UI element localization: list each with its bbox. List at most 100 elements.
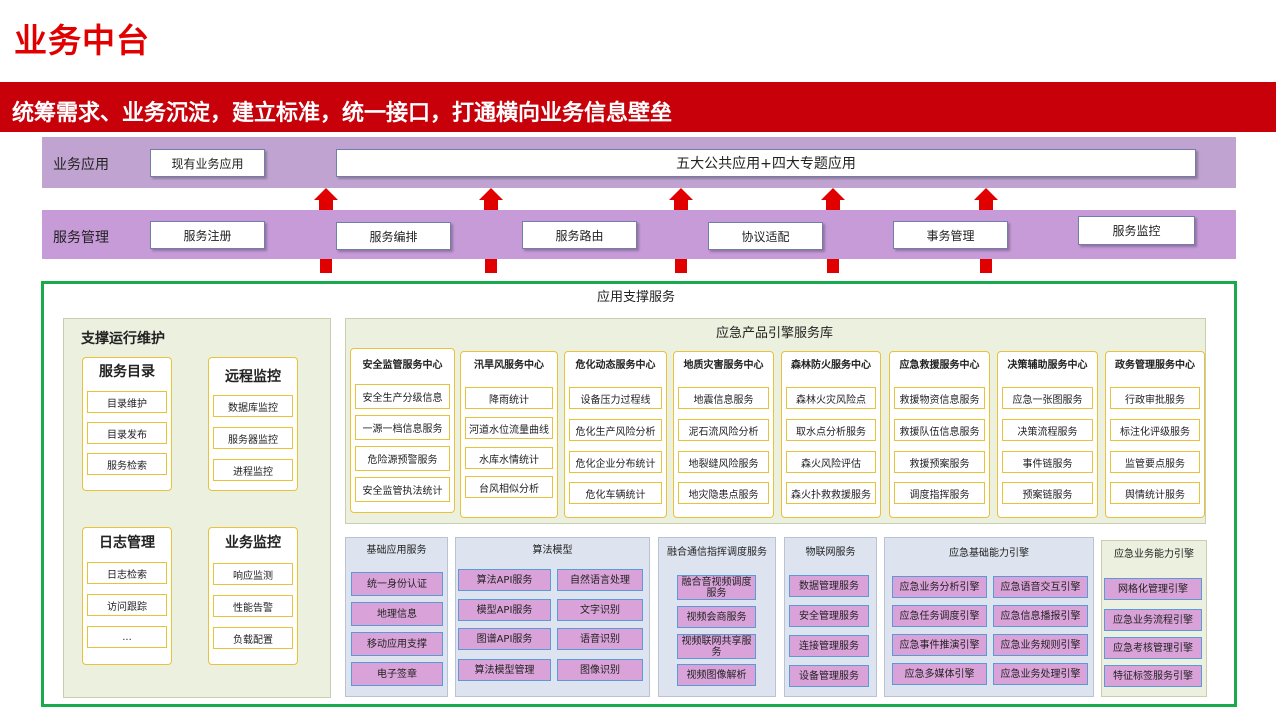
biz-capability-item: 应急考核管理引擎 xyxy=(1104,637,1202,659)
algo-title: 算法模型 xyxy=(532,545,573,556)
service-center-item: 救援物资信息服务 xyxy=(894,387,985,409)
capability-item: 应急信息播报引擎 xyxy=(993,605,1088,627)
service-center-item: 标注化评级服务 xyxy=(1110,419,1200,441)
service-center-item: 调度指挥服务 xyxy=(894,482,985,504)
service-center-title: 决策辅助服务中心 xyxy=(1007,360,1088,371)
service-center-item: 森火扑救救援服务 xyxy=(786,482,876,504)
page-title: 业务中台 xyxy=(14,21,150,60)
service-center-title: 危化动态服务中心 xyxy=(575,360,656,371)
iot-item: 数据管理服务 xyxy=(789,575,869,597)
business-app-label: 业务应用 xyxy=(53,157,109,173)
ops-item: 目录维护 xyxy=(87,391,167,413)
service-center-item: 取水点分析服务 xyxy=(786,419,876,441)
ops-group-title: 业务监控 xyxy=(225,535,281,551)
service-center-item: 台风相似分析 xyxy=(465,476,553,498)
ops-item: 访问跟踪 xyxy=(87,594,167,616)
ops-item: ... xyxy=(87,626,167,648)
algo-item: 图谱API服务 xyxy=(458,628,551,650)
service-center-item: 预案链服务 xyxy=(1002,482,1093,504)
service-center-item: 地灾隐患点服务 xyxy=(678,482,769,504)
arrow-up-icon xyxy=(314,188,338,213)
ops-item: 响应监测 xyxy=(213,563,293,585)
ops-group-title: 远程监控 xyxy=(225,369,281,385)
comm-item: 视频会商服务 xyxy=(677,606,756,628)
existing-app-box: 现有业务应用 xyxy=(150,149,265,177)
comm-item: 视频联网共享服务 xyxy=(677,634,756,659)
service-center-item: 舆情统计服务 xyxy=(1110,482,1200,504)
service-center-item: 救援队伍信息服务 xyxy=(894,419,985,441)
service-center-item: 救援预案服务 xyxy=(894,451,985,473)
service-route-box: 服务路由 xyxy=(522,221,637,249)
service-mgmt-label: 服务管理 xyxy=(53,230,109,246)
capability-item: 应急任务调度引擎 xyxy=(892,605,987,627)
service-center-item: 决策流程服务 xyxy=(1002,419,1093,441)
capability-item: 应急事件推演引擎 xyxy=(892,634,987,656)
service-center-item: 监管要点服务 xyxy=(1110,451,1200,473)
service-center-title: 应急救援服务中心 xyxy=(899,360,980,371)
ops-title: 支撑运行维护 xyxy=(81,331,165,347)
service-center-item: 应急一张图服务 xyxy=(1002,387,1093,409)
ops-item: 进程监控 xyxy=(213,459,293,481)
service-center-item: 河道水位流量曲线 xyxy=(465,417,553,439)
base-app-item: 统一身份认证 xyxy=(351,572,443,596)
ops-item: 日志检索 xyxy=(87,562,167,584)
arrow-up-icon xyxy=(669,188,693,213)
support-services-title: 应用支撑服务 xyxy=(597,290,676,305)
base-app-item: 电子签章 xyxy=(351,662,443,686)
algo-item: 算法API服务 xyxy=(458,569,551,591)
iot-item: 安全管理服务 xyxy=(789,605,869,627)
capability-title: 应急基础能力引擎 xyxy=(949,548,1029,559)
ops-item: 负载配置 xyxy=(213,627,293,649)
service-orchestrate-box: 服务编排 xyxy=(336,222,451,250)
arrow-shaft xyxy=(485,259,497,273)
ops-group-title: 日志管理 xyxy=(99,535,155,551)
algo-item: 模型API服务 xyxy=(458,599,551,621)
ops-item: 服务器监控 xyxy=(213,427,293,449)
base-app-item: 移动应用支撑 xyxy=(351,632,443,656)
ops-item: 目录发布 xyxy=(87,422,167,444)
service-center-title: 政务管理服务中心 xyxy=(1115,360,1195,371)
algo-item: 自然语言处理 xyxy=(557,569,643,591)
service-center-item: 泥石流风险分析 xyxy=(678,419,769,441)
service-center-item: 地裂缝风险服务 xyxy=(678,451,769,473)
service-center-item: 危化企业分布统计 xyxy=(569,451,662,473)
capability-item: 应急业务处理引擎 xyxy=(993,663,1088,685)
service-center-title: 安全监管服务中心 xyxy=(362,360,443,371)
service-center-item: 降雨统计 xyxy=(465,387,553,409)
service-center-title: 地质灾害服务中心 xyxy=(683,360,764,371)
service-center-item: 森火风险评估 xyxy=(786,451,876,473)
algo-item: 算法模型管理 xyxy=(458,659,551,681)
capability-item: 应急业务分析引擎 xyxy=(892,576,987,598)
service-register-box: 服务注册 xyxy=(150,221,265,249)
arrow-shaft xyxy=(320,259,332,273)
algo-item: 语音识别 xyxy=(557,628,643,650)
iot-item: 设备管理服务 xyxy=(789,665,869,687)
ops-item: 性能告警 xyxy=(213,595,293,617)
service-center-title: 森林防火服务中心 xyxy=(791,360,871,371)
arrow-up-icon xyxy=(974,188,998,213)
arrow-up-icon xyxy=(821,188,845,213)
arrow-shaft xyxy=(827,259,839,273)
service-center-title: 汛旱风服务中心 xyxy=(474,360,544,371)
protocol-adapt-box: 协议适配 xyxy=(708,222,823,250)
biz-capability-item: 应急业务流程引擎 xyxy=(1104,609,1202,631)
service-center-item: 森林火灾风险点 xyxy=(786,387,876,409)
service-center-item: 事件链服务 xyxy=(1002,451,1093,473)
capability-item: 应急多媒体引擎 xyxy=(892,663,987,685)
service-center-item: 危化生产风险分析 xyxy=(569,419,662,441)
service-center-item: 行政审批服务 xyxy=(1110,387,1200,409)
arrow-shaft xyxy=(980,259,992,273)
biz-capability-title: 应急业务能力引擎 xyxy=(1114,549,1194,560)
capability-item: 应急语音交互引擎 xyxy=(993,576,1088,598)
comm-item: 融合音视频调度服务 xyxy=(677,575,756,600)
service-center-item: 安全生产分级信息 xyxy=(355,384,450,409)
service-center-item: 水库水情统计 xyxy=(465,447,553,469)
engine-library-title: 应急产品引擎服务库 xyxy=(716,326,834,341)
transaction-mgmt-box: 事务管理 xyxy=(893,221,1008,249)
biz-capability-item: 网格化管理引擎 xyxy=(1104,578,1202,600)
support-services-container xyxy=(41,281,1237,707)
service-center-item: 危化车辆统计 xyxy=(569,482,662,504)
service-center-item: 危险源预警服务 xyxy=(355,446,450,471)
capability-item: 应急业务规则引擎 xyxy=(993,634,1088,656)
ops-item: 服务检索 xyxy=(87,453,167,475)
